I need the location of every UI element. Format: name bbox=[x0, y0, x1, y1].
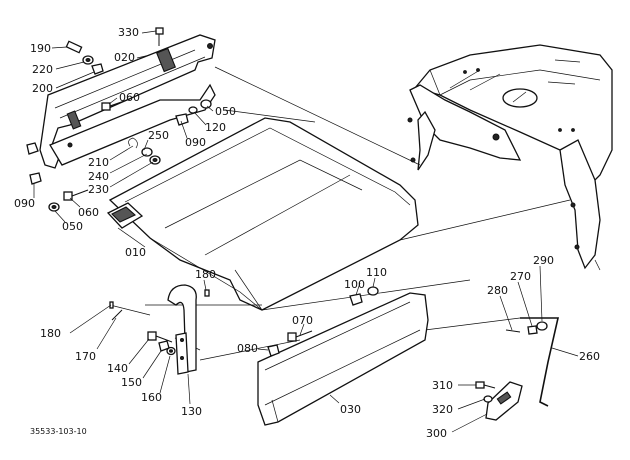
callout-180-right: 180 bbox=[195, 268, 216, 281]
callout-050-lower: 050 bbox=[62, 220, 83, 233]
callout-labels: 330 190 020 220 200 060 050 120 090 250 … bbox=[14, 26, 600, 440]
callout-130: 130 bbox=[181, 405, 202, 418]
callout-180-left: 180 bbox=[40, 327, 61, 340]
hinge-130 bbox=[109, 284, 210, 375]
callout-020: 020 bbox=[114, 51, 135, 64]
callout-070: 070 bbox=[292, 314, 313, 327]
callout-290: 290 bbox=[533, 254, 554, 267]
callout-100: 100 bbox=[344, 278, 365, 291]
hood-010 bbox=[106, 117, 419, 311]
callout-300: 300 bbox=[426, 427, 447, 440]
upper-bracket-020 bbox=[39, 34, 216, 169]
front-panel-030 bbox=[257, 286, 429, 426]
drawing-code: 35533-103-10 bbox=[30, 427, 87, 436]
callout-080: 080 bbox=[237, 342, 258, 355]
callout-280: 280 bbox=[487, 284, 508, 297]
callout-050-upper: 050 bbox=[215, 105, 236, 118]
callout-320: 320 bbox=[432, 403, 453, 416]
hardware-upper bbox=[26, 27, 212, 212]
callout-330: 330 bbox=[118, 26, 139, 39]
callout-170: 170 bbox=[75, 350, 96, 363]
callout-110: 110 bbox=[366, 266, 387, 279]
callout-200: 200 bbox=[32, 82, 53, 95]
callout-250: 250 bbox=[148, 129, 169, 142]
latch-300 bbox=[475, 381, 523, 421]
callout-210: 210 bbox=[88, 156, 109, 169]
callout-120: 120 bbox=[205, 121, 226, 134]
tractor-body bbox=[407, 44, 613, 271]
callout-310: 310 bbox=[432, 379, 453, 392]
callout-230: 230 bbox=[88, 183, 109, 196]
callout-140: 140 bbox=[107, 362, 128, 375]
callout-030: 030 bbox=[340, 403, 361, 416]
callout-260: 260 bbox=[579, 350, 600, 363]
leader-lines bbox=[33, 30, 579, 433]
callout-150: 150 bbox=[121, 376, 142, 389]
callout-090-right: 090 bbox=[185, 136, 206, 149]
callout-010: 010 bbox=[125, 246, 146, 259]
callout-270: 270 bbox=[510, 270, 531, 283]
rod-260 bbox=[505, 317, 560, 407]
callout-190: 190 bbox=[30, 42, 51, 55]
assembly-lines bbox=[109, 66, 571, 361]
callout-090-left: 090 bbox=[14, 197, 35, 210]
callout-240: 240 bbox=[88, 170, 109, 183]
callout-060-upper: 060 bbox=[119, 91, 140, 104]
callout-160: 160 bbox=[141, 391, 162, 404]
callout-220: 220 bbox=[32, 63, 53, 76]
callout-060-lower: 060 bbox=[78, 206, 99, 219]
